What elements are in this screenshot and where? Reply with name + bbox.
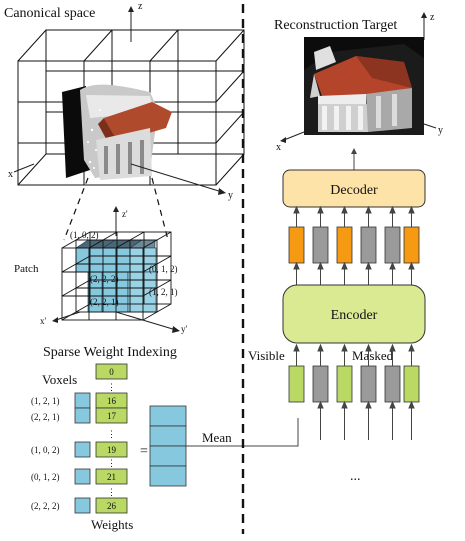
patch-label: Patch (14, 263, 39, 275)
target-y-axis (423, 123, 437, 129)
target-x-label: x (276, 142, 281, 153)
weight-index-row-17 (95, 407, 128, 424)
canonical-x-label: x (8, 169, 13, 180)
weight-index-row-26 (95, 497, 128, 514)
weight-index-column (95, 363, 128, 514)
equals-sign: = (140, 444, 148, 459)
mean-arrow (186, 418, 299, 447)
patch-coord-4: (1, 2, 1) (149, 287, 178, 297)
canonical-y-label: y (228, 190, 233, 201)
voxels-label: Voxels (42, 372, 77, 387)
patch-x-label: x' (40, 316, 47, 326)
aggregated-feature-column (149, 405, 187, 487)
weight-dots-1: ⋮ (107, 382, 116, 392)
weight-dots-2: ⋮ (107, 429, 116, 439)
visible-label: Visible (248, 348, 285, 363)
weight-value-17: 17 (107, 411, 117, 421)
decoder-block (282, 169, 426, 208)
patch-x-axis (52, 311, 81, 323)
voxel-coord-2: (2, 2, 1) (31, 412, 60, 422)
canonical-space-title: Canonical space (4, 6, 95, 21)
weight-index-row-21 (95, 468, 128, 485)
decoder-label: Decoder (330, 183, 378, 198)
target-y-label: y (438, 125, 443, 136)
patch-y-axis (115, 311, 180, 333)
voxel-feature-squares (74, 392, 91, 514)
weight-value-16: 16 (107, 396, 117, 406)
reconstruction-target-image (304, 37, 424, 135)
zoom-dashed-lines (63, 177, 169, 241)
weight-value-21: 21 (107, 472, 116, 482)
voxel-coord-4: (0, 1, 2) (31, 472, 60, 482)
patch-coord-1: (1, 0, 2) (70, 230, 99, 240)
canonical-y-axis (130, 163, 226, 195)
weight-index-row-0 (95, 363, 128, 380)
weights-label: Weights (91, 517, 133, 532)
reconstruction-target-title: Reconstruction Target (274, 18, 397, 33)
voxel-coord-1: (1, 2, 1) (31, 396, 60, 406)
patch-coord-2: (2, 2, 2) (90, 274, 119, 284)
token-ellipsis: ... (350, 469, 361, 484)
target-x-axis (280, 131, 305, 143)
patch-y-label: y' (181, 324, 188, 334)
decoder-to-target-arrow (351, 148, 357, 170)
canonical-point-cloud (62, 84, 172, 180)
masked-label: Masked (352, 348, 394, 363)
output-tokens (288, 226, 420, 264)
encoder-label: Encoder (331, 308, 378, 323)
weight-dots-4: ⋮ (107, 487, 116, 497)
patch-grid (61, 231, 172, 321)
target-z-axis (421, 12, 427, 40)
patch-coord-3: (0, 1, 2) (149, 264, 178, 274)
sparse-weight-title: Sparse Weight Indexing (43, 345, 177, 360)
canonical-x-axis (13, 163, 35, 173)
input-token-arrows (293, 343, 415, 440)
input-tokens (288, 365, 420, 403)
canonical-z-axis (128, 6, 134, 42)
weight-value-26: 26 (107, 501, 117, 511)
weight-index-row-19 (95, 441, 128, 458)
patch-coord-5: (2, 2, 1) (90, 297, 119, 307)
canonical-z-label: z (138, 1, 143, 12)
encoder-block (282, 284, 426, 344)
voxel-coord-5: (2, 2, 2) (31, 501, 60, 511)
patch-z-axis (113, 206, 119, 236)
mean-label: Mean (202, 430, 232, 445)
target-z-label: z (430, 12, 435, 23)
patch-z-label: z' (122, 209, 128, 219)
weight-value-0: 0 (109, 367, 114, 377)
voxel-coord-3: (1, 0, 2) (31, 445, 60, 455)
weight-value-19: 19 (107, 445, 117, 455)
weight-dots-3: ⋮ (107, 458, 116, 468)
output-token-arrows (293, 205, 415, 285)
